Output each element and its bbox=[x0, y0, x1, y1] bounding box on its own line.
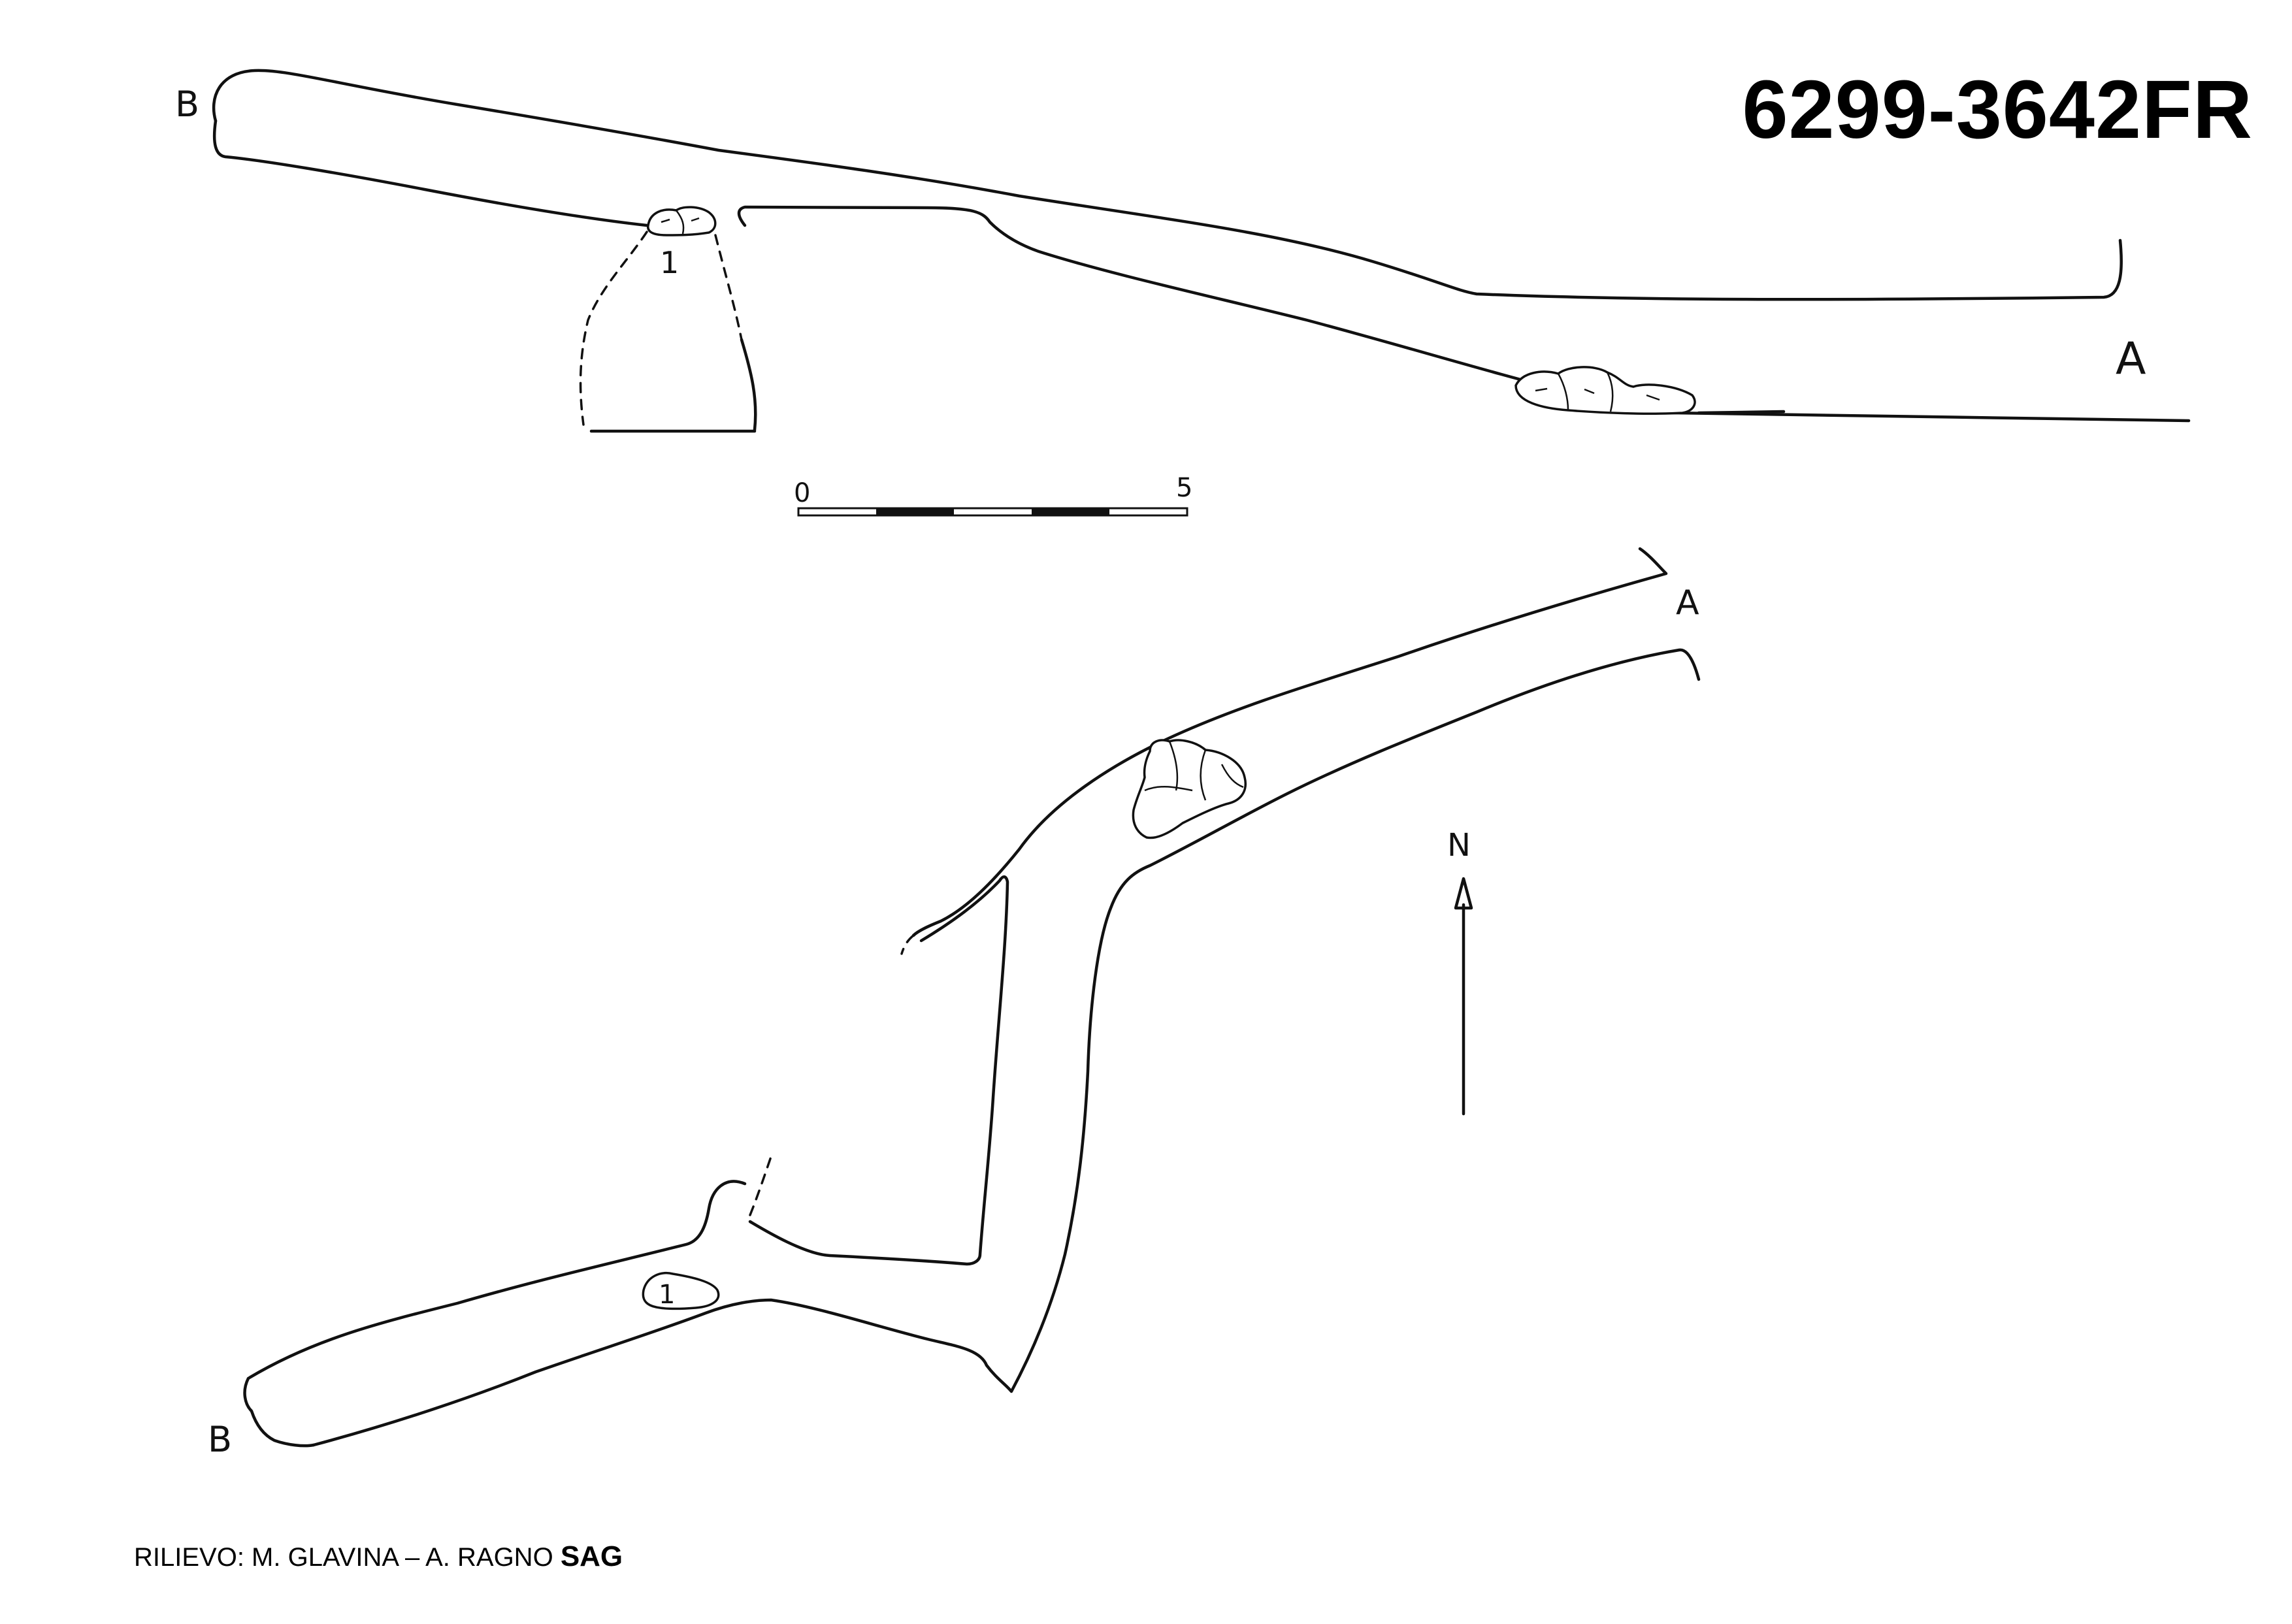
plan-boulder-label: 1 bbox=[659, 1280, 675, 1310]
section-label-b: B bbox=[175, 84, 199, 125]
plan-wall-b-south bbox=[312, 648, 1701, 1447]
section-shaft-right-solid bbox=[740, 338, 757, 432]
plan-wall-b-north bbox=[243, 1180, 747, 1448]
organization-label: SAG bbox=[560, 1540, 623, 1572]
north-arrow: N bbox=[1447, 827, 1473, 1116]
scale-bar-end-label: 5 bbox=[1176, 473, 1192, 503]
north-arrow-head bbox=[1454, 877, 1473, 910]
plan-wall-inner-west bbox=[748, 875, 1009, 1266]
cave-id-title: 6299-3642FR bbox=[1742, 63, 2253, 155]
plan-side-passage-w bbox=[749, 1152, 774, 1216]
survey-credits: RILIEVO: M. GLAVINA – A. RAGNO SAG bbox=[134, 1540, 623, 1573]
plan-view: 1 A B bbox=[208, 547, 1701, 1460]
section-view: 1 B A bbox=[175, 69, 2191, 433]
section-label-a: A bbox=[2116, 333, 2146, 385]
section-shaft-right bbox=[714, 234, 743, 341]
section-shaft-left bbox=[579, 231, 648, 426]
scale-bar-outline bbox=[797, 507, 1188, 517]
survey-credit-text: RILIEVO: M. GLAVINA – A. RAGNO bbox=[134, 1543, 553, 1572]
plan-side-passage-nw bbox=[900, 934, 915, 955]
section-boulder-pile bbox=[1514, 366, 1696, 415]
north-arrow-label: N bbox=[1447, 827, 1471, 864]
plan-wall-north bbox=[911, 547, 1668, 937]
section-boulder-label: 1 bbox=[660, 245, 679, 280]
section-floor-deposit bbox=[1697, 410, 1786, 415]
section-ceiling bbox=[212, 69, 2123, 301]
plan-label-a: A bbox=[1676, 583, 1699, 623]
plan-label-b: B bbox=[208, 1419, 232, 1460]
scale-bar-start-label: 0 bbox=[794, 478, 810, 508]
scale-bar-segment bbox=[1032, 508, 1109, 515]
section-floor-east bbox=[737, 205, 2191, 423]
section-floor-west bbox=[212, 119, 649, 227]
scale-bar-segment bbox=[876, 508, 954, 515]
plan-boulder bbox=[642, 1272, 720, 1310]
scale-bar: 0 5 bbox=[794, 473, 1192, 517]
